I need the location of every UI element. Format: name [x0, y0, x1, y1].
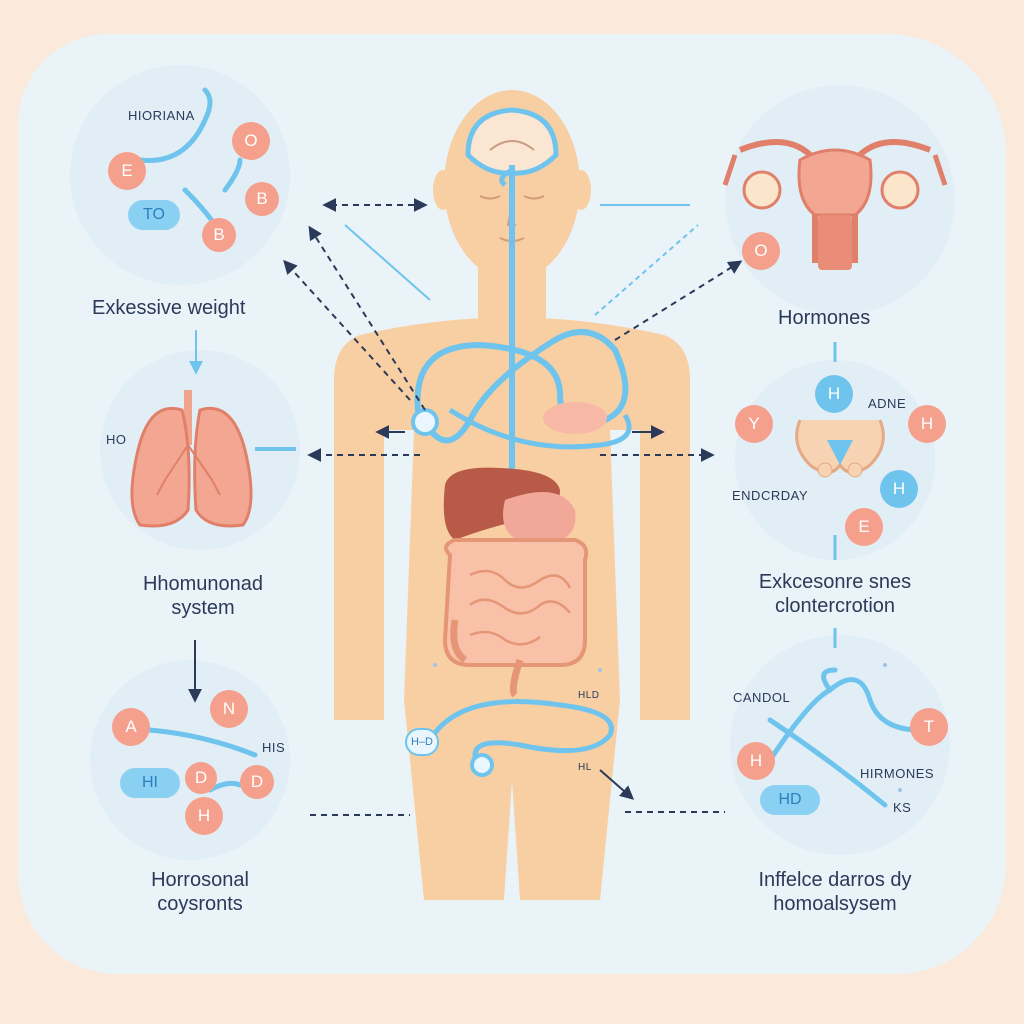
label-horrosonal-line2: coysronts: [157, 893, 243, 915]
intestine-icon: [442, 538, 589, 698]
arrow-body-hormones: [614, 260, 743, 341]
bubble-mr-h1: H: [815, 375, 853, 413]
hormone-loop-chest: [414, 329, 629, 444]
pill-hd: HD: [760, 785, 820, 815]
label-inffelce-line1: Inffelce darros dy: [758, 869, 912, 891]
node-chest: [411, 408, 439, 436]
uterus-icon: [722, 139, 948, 270]
bubble-mr-e: E: [845, 508, 883, 546]
label-hiorlana: HIORIANA: [128, 108, 195, 123]
lungs-icon: [130, 390, 253, 528]
label-candol: CANDOL: [733, 690, 791, 705]
label-hlo-top: HLD: [578, 690, 600, 701]
stomach-icon: [503, 492, 576, 545]
blue-dash-uterus: [594, 224, 699, 316]
bubble-bl-a: A: [112, 708, 150, 746]
arrow-body-topleft-2: [308, 225, 426, 411]
node-pelvis: [470, 753, 494, 777]
bubble-tr-o: O: [742, 232, 780, 270]
label-excessive-weight: Exkessive weight: [92, 297, 246, 319]
bubble-mr-h2: H: [908, 405, 946, 443]
label-hlo-bottom: HL: [578, 762, 592, 773]
pill-hi: HI: [120, 768, 180, 798]
network-bottom-right: [767, 667, 923, 808]
arrow-body-topleft: [283, 259, 411, 401]
label-excess-line2: clontercrotion: [774, 595, 896, 617]
label-excess-line1: Exkcesonre snes: [758, 571, 912, 593]
bubble-tl-b1: B: [245, 182, 279, 216]
brain-icon: [465, 107, 559, 176]
bubble-mr-y: Y: [735, 405, 773, 443]
hormone-loop-chest-2: [448, 407, 632, 450]
bubble-tl-b2: B: [202, 218, 236, 252]
sparkles: [433, 663, 902, 792]
bottom-left-circle: [90, 660, 290, 860]
hormone-loop-pelvis: [427, 699, 614, 772]
bubble-br-t: T: [910, 708, 948, 746]
arrow-pelvis: [599, 769, 635, 800]
bubble-br-h: H: [737, 742, 775, 780]
label-ks: KS: [893, 800, 912, 815]
label-inffelce-line2: homoalsysem: [773, 893, 897, 915]
label-hormones: Hormones: [778, 307, 871, 329]
label-hormonal-system: Hhomunonad system: [108, 572, 298, 620]
label-endcrday: ENDCRDAY: [732, 488, 808, 503]
bubble-tl-e: E: [108, 152, 146, 190]
bubble-bl-n: N: [210, 690, 248, 728]
thyroid-icon: [795, 419, 885, 478]
liver-icon: [443, 467, 560, 540]
pancreas-icon: [543, 402, 607, 434]
label-adne: ADNE: [868, 396, 907, 411]
label-horrosonal: Horrosonal coysronts: [110, 868, 290, 916]
bubble-bl-d2: D: [240, 765, 274, 799]
label-his: HIS: [262, 740, 286, 755]
label-inffelce: Inffelce darros dy homoalsysem: [725, 868, 945, 916]
pill-to: TO: [128, 200, 180, 230]
label-excess: Exkcesonre snes clontercrotion: [730, 570, 940, 618]
top-left-circle: [70, 65, 290, 285]
bubble-tl-o: O: [232, 122, 270, 160]
blue-line-topleft: [344, 224, 431, 301]
label-hirmones: HIRMONES: [860, 766, 935, 781]
label-hormonal-system-line2: system: [171, 597, 235, 619]
bubble-bl-h: H: [185, 797, 223, 835]
label-ho: HO: [106, 432, 127, 447]
label-horrosonal-line1: Horrosonal: [151, 869, 249, 891]
pill-hd-pelvis: H–D: [405, 728, 439, 756]
label-hormonal-system-line1: Hhomunonad: [142, 573, 264, 595]
bubble-bl-d1: D: [185, 762, 217, 794]
bubble-mr-h3: H: [880, 470, 918, 508]
brain-stem: [499, 167, 514, 187]
